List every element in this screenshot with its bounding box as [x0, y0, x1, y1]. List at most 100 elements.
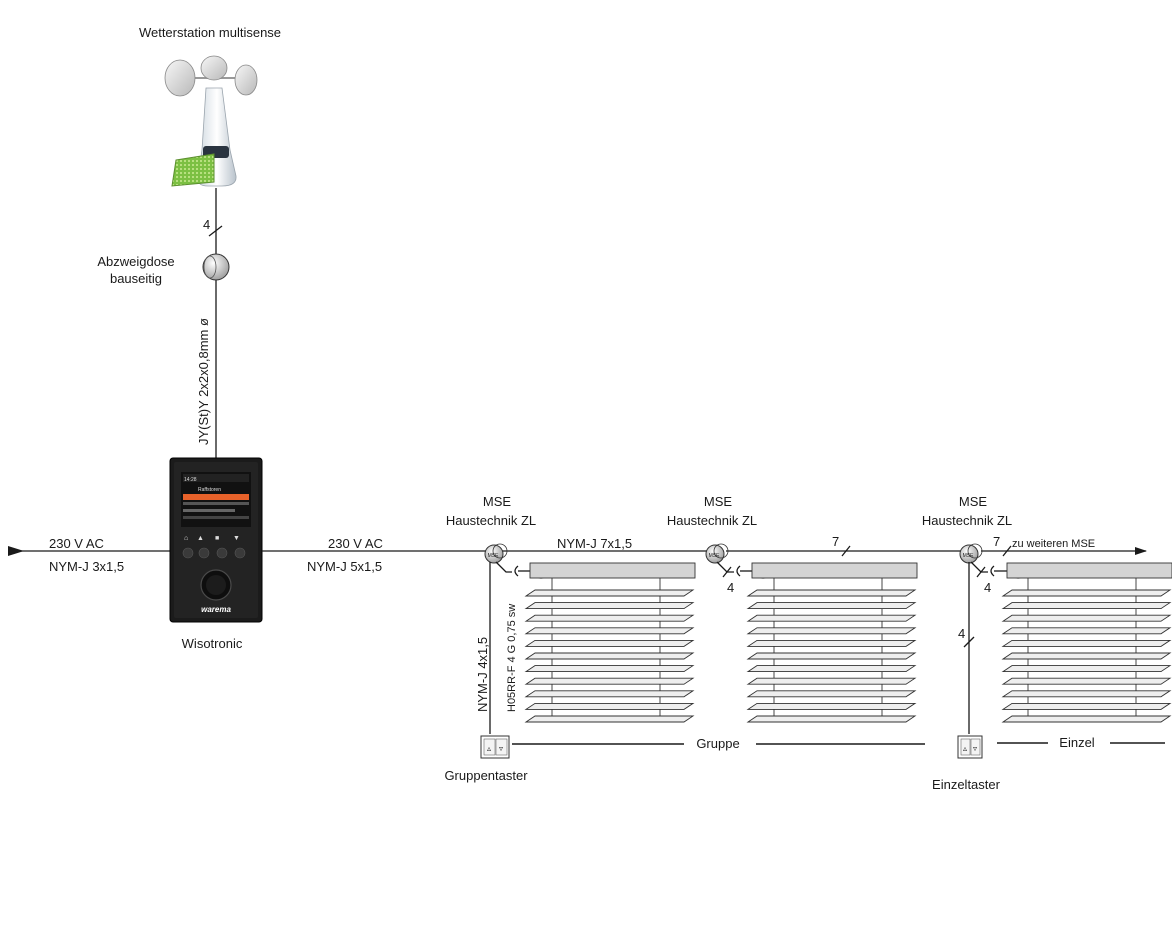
- blind-slat: [524, 677, 695, 685]
- junction-box-label-1: Abzweigdose: [97, 254, 174, 269]
- motor-wire-2: [716, 561, 734, 573]
- bus-tick-1: [841, 545, 851, 557]
- switch-count-3: 4: [958, 626, 965, 641]
- blind-slat: [746, 715, 917, 723]
- mse-2-label-1: MSE: [704, 494, 733, 509]
- single-switch-icon: ▵ ▿: [957, 735, 983, 759]
- mse-3-icon: MSE: [959, 543, 983, 564]
- single-switch-label: Einzeltaster: [932, 777, 1001, 792]
- blind-slat: [1001, 665, 1172, 673]
- switch-cable-label: NYM-J 4x1,5: [475, 637, 490, 712]
- blind-slat: [1001, 677, 1172, 685]
- svg-text:▵: ▵: [963, 744, 967, 753]
- blind-slat: [746, 702, 917, 710]
- svg-text:▿: ▿: [499, 744, 503, 753]
- blind-slat: [524, 589, 695, 597]
- blind-slat: [746, 589, 917, 597]
- blind-slat: [746, 639, 917, 647]
- blind-slat: [524, 627, 695, 635]
- weather-cable-type: JY(St)Y 2x2x0,8mm ø: [196, 318, 211, 445]
- mse-3-badge: MSE: [963, 553, 975, 559]
- mse-3-label-2: Haustechnik ZL: [922, 513, 1012, 528]
- blind-slat: [1001, 589, 1172, 597]
- group-switch-label: Gruppentaster: [444, 768, 528, 783]
- single-label: Einzel: [1059, 735, 1095, 750]
- svg-text:▿: ▿: [973, 744, 977, 753]
- output-voltage-label: 230 V AC: [328, 536, 383, 551]
- blind-slat: [524, 614, 695, 622]
- weather-cable-tick: [208, 225, 223, 237]
- blind-slat: [524, 702, 695, 710]
- output-cable-label: NYM-J 5x1,5: [307, 559, 382, 574]
- blind-slat: [1001, 702, 1172, 710]
- blind-slat: [746, 690, 917, 698]
- group-label: Gruppe: [696, 736, 739, 751]
- mse-3-label-1: MSE: [959, 494, 988, 509]
- plug-1-icon: [514, 565, 519, 577]
- blind-slat: [746, 627, 917, 635]
- blind-3: [1001, 562, 1172, 723]
- bus-count-1: 7: [832, 534, 839, 549]
- bus-count-2: 7: [993, 534, 1000, 549]
- junction-box-icon: [202, 253, 230, 281]
- mse-2-badge: MSE: [709, 553, 721, 559]
- svg-text:▵: ▵: [487, 744, 491, 753]
- mse-1-label-1: MSE: [483, 494, 512, 509]
- blind-slat: [746, 652, 917, 660]
- weather-station-icon: [164, 55, 258, 187]
- blind-slat: [1001, 627, 1172, 635]
- head-rail: [751, 562, 918, 579]
- mse-1-badge: MSE: [488, 553, 500, 559]
- motor-cable-label: H05RR-F 4 G 0,75 sw: [506, 604, 518, 712]
- blind-slat: [1001, 639, 1172, 647]
- controller-button-1: [182, 547, 194, 559]
- blind-slat: [1001, 715, 1172, 723]
- head-rail: [529, 562, 696, 579]
- blind-slat: [746, 614, 917, 622]
- mse-1-icon: MSE: [484, 543, 508, 564]
- blind-slat: [1001, 602, 1172, 610]
- plug-3-icon: [990, 565, 995, 577]
- blind-2: [746, 562, 918, 723]
- bus-cable-label: NYM-J 7x1,5: [557, 536, 632, 551]
- controller-screen-header: Raffstoren: [198, 487, 221, 493]
- blind-1: [524, 562, 696, 723]
- motor-wire-1: [495, 561, 512, 573]
- controller-button-4: [234, 547, 246, 559]
- stop-icon: ■: [215, 535, 219, 542]
- weather-station-title: Wetterstation multisense: [139, 25, 281, 40]
- wisotronic-controller: 14:28 Raffstoren ⌂ ▲ ■ ▼ warema: [169, 457, 263, 623]
- home-icon: ⌂: [184, 535, 188, 542]
- supply-cable-label: NYM-J 3x1,5: [49, 559, 124, 574]
- junction-box-label-2: bauseitig: [110, 271, 162, 286]
- mse-1-label-2: Haustechnik ZL: [446, 513, 536, 528]
- bus-tick-2: [1002, 545, 1012, 557]
- controller-screen-time: 14:28: [184, 477, 197, 483]
- blind-slat: [1001, 652, 1172, 660]
- controller-name: Wisotronic: [182, 636, 243, 651]
- down-icon: ▼: [233, 535, 240, 542]
- motor-wire-3: [970, 561, 988, 573]
- weather-cable-count: 4: [203, 217, 210, 232]
- blind-slat: [1001, 690, 1172, 698]
- blind-slat: [746, 677, 917, 685]
- motor-count-2: 4: [727, 580, 734, 595]
- blind-slat: [524, 715, 695, 723]
- blind-slat: [524, 652, 695, 660]
- up-icon: ▲: [197, 535, 204, 542]
- further-mse-label: zu weiteren MSE: [1012, 538, 1095, 550]
- head-rail: [1006, 562, 1172, 579]
- mse-2-icon: MSE: [705, 543, 729, 564]
- blind-slat: [524, 602, 695, 610]
- blind-slat: [746, 665, 917, 673]
- motor-count-3: 4: [984, 580, 991, 595]
- supply-voltage-label: 230 V AC: [49, 536, 104, 551]
- group-switch-icon: ▵ ▿: [480, 735, 510, 759]
- controller-brand: warema: [201, 605, 231, 614]
- blind-slat: [1001, 614, 1172, 622]
- plug-2-icon: [736, 565, 741, 577]
- controller-button-2: [198, 547, 210, 559]
- blind-slat: [524, 690, 695, 698]
- controller-button-3: [216, 547, 228, 559]
